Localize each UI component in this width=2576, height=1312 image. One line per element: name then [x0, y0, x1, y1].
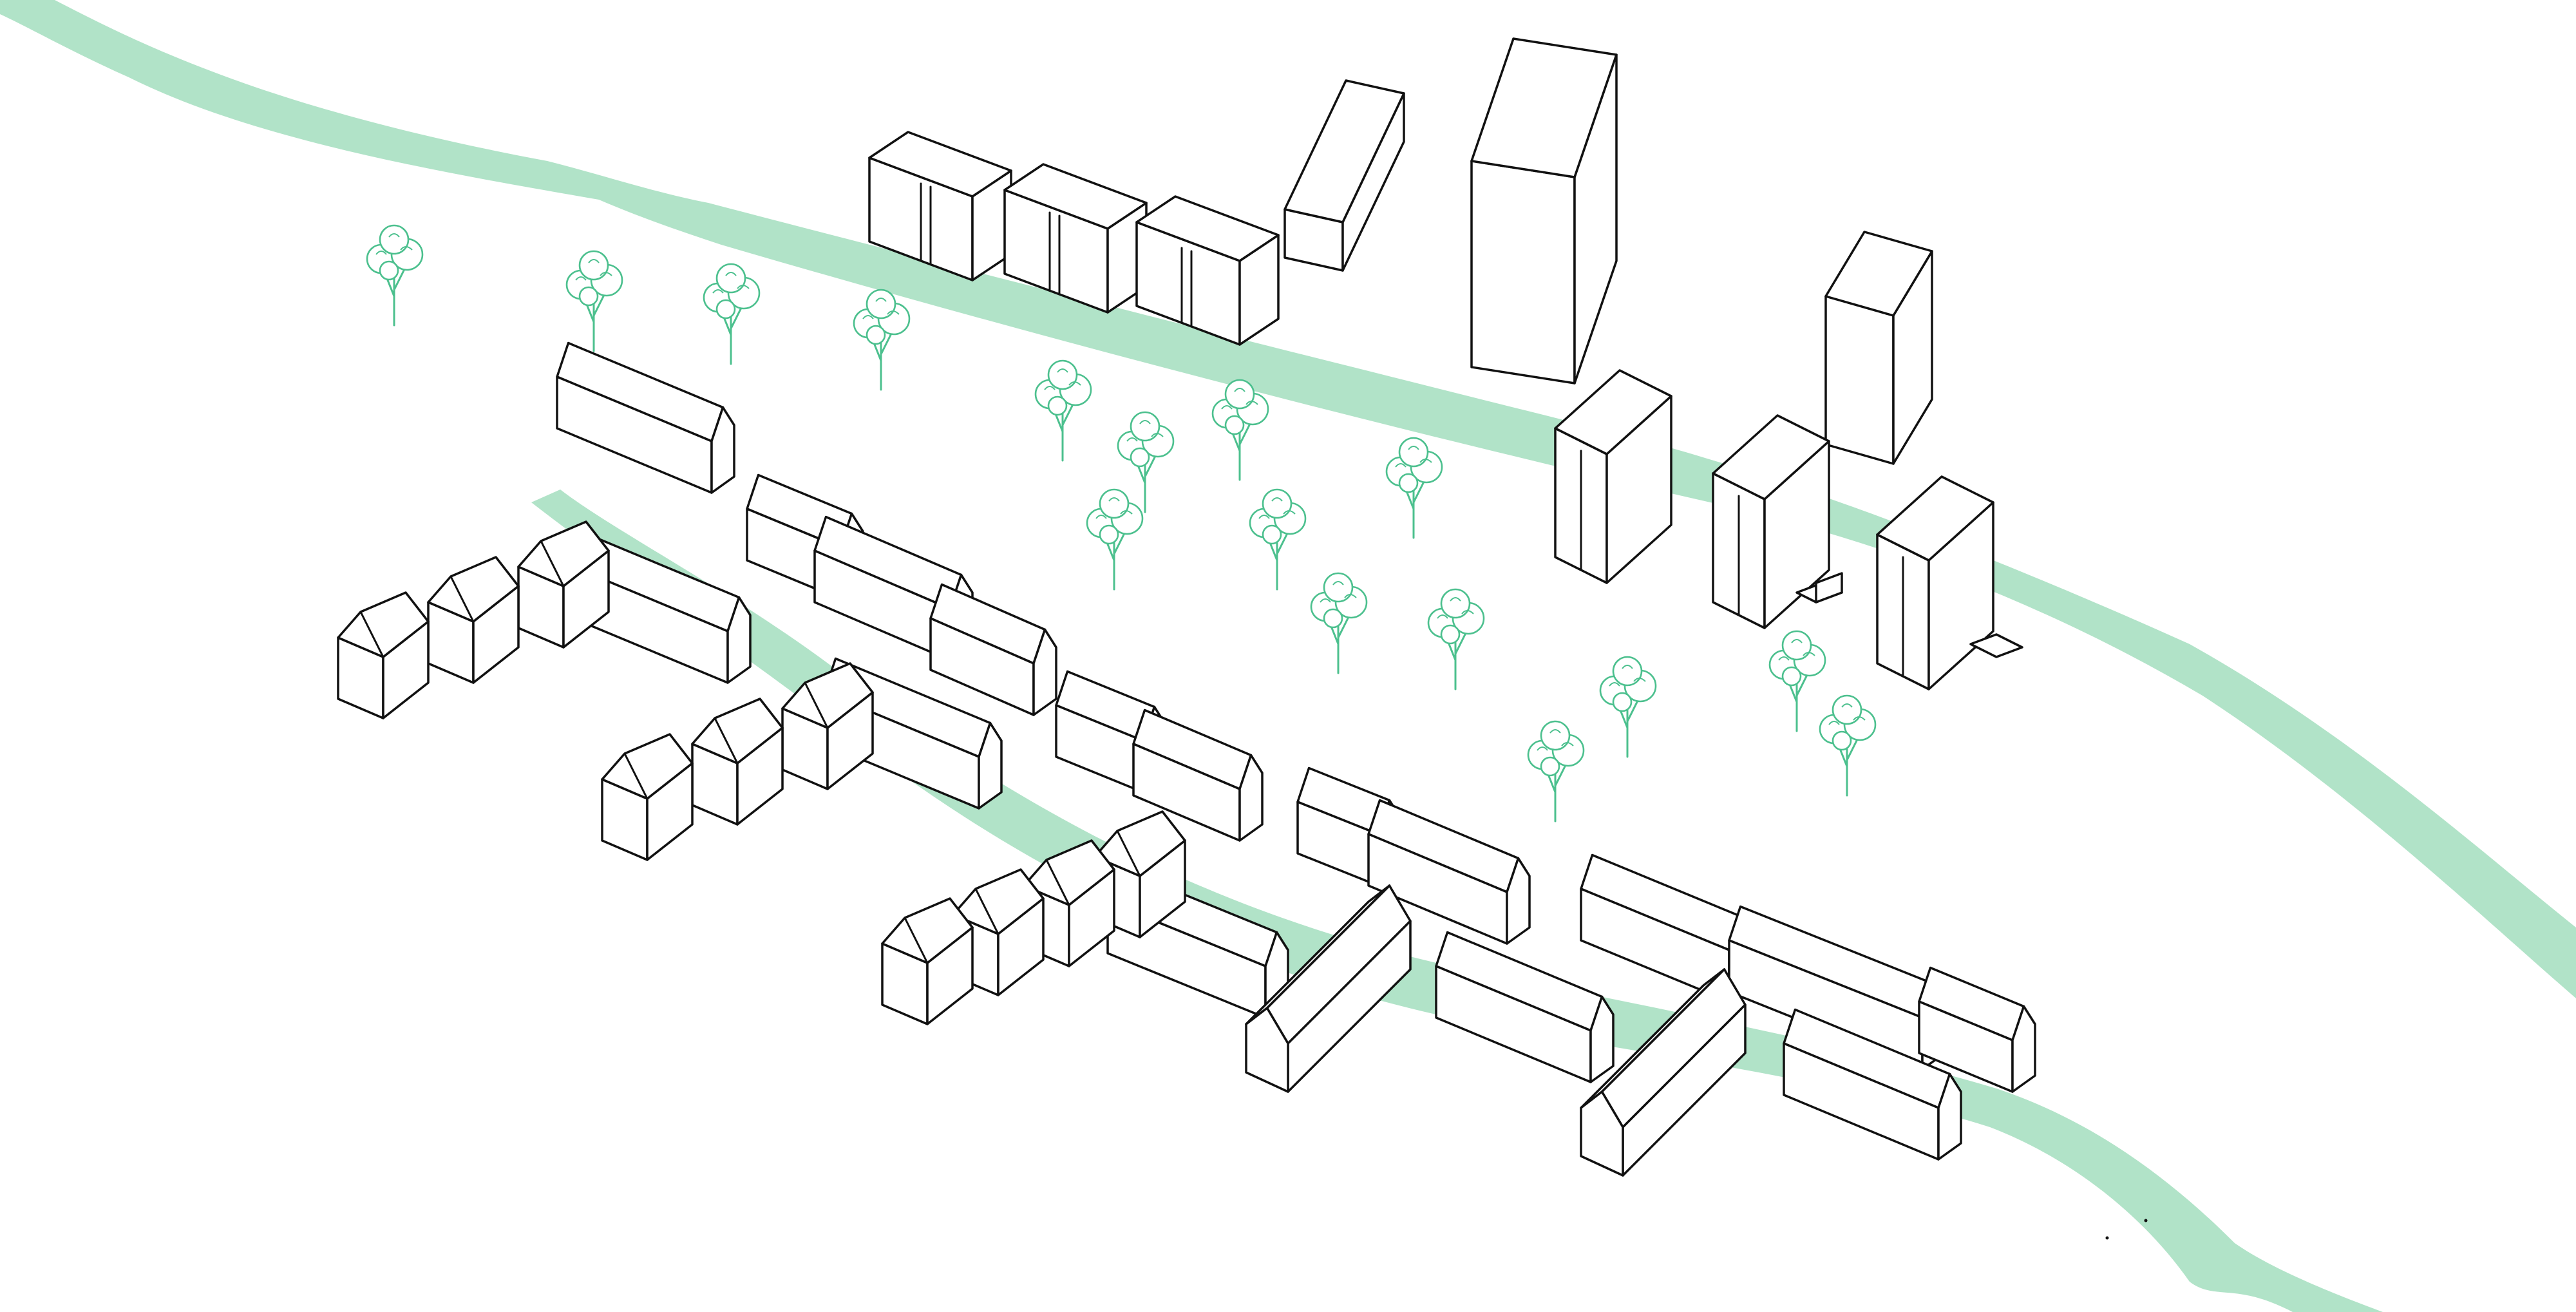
tree	[366, 224, 424, 327]
tree	[1086, 488, 1144, 591]
row-house-3	[881, 810, 1186, 1025]
gable-row-2b	[1132, 708, 1264, 842]
row-house-2	[601, 662, 874, 861]
point-mark	[2144, 1219, 2148, 1222]
tree	[1117, 411, 1175, 513]
gable-house-5	[1435, 931, 1615, 1083]
perpendicular-gable-1	[1245, 884, 1412, 1093]
trees	[366, 224, 1877, 822]
tree	[1819, 694, 1877, 797]
gable-house-1	[556, 341, 735, 494]
block-building-3	[1135, 195, 1280, 346]
tree	[703, 263, 761, 365]
tree	[1310, 572, 1368, 674]
upper-green-strip	[0, 0, 2576, 998]
block-building-4	[1283, 79, 1405, 272]
row-house-1	[337, 520, 610, 719]
midrise-building-1	[1554, 369, 1672, 584]
tree	[1768, 630, 1826, 732]
tree	[853, 289, 911, 391]
midrise-building-2	[1712, 414, 1843, 629]
tree	[1249, 488, 1307, 591]
gable-row-3b	[1367, 799, 1531, 945]
gable-house-6	[1783, 1008, 1962, 1161]
buildings	[337, 37, 2148, 1240]
tree	[1527, 720, 1585, 822]
perpendicular-gable-2	[1580, 968, 1747, 1177]
tree	[1427, 588, 1485, 690]
tower-building-1	[1470, 37, 1618, 385]
long-gable-row-c	[1918, 966, 2036, 1093]
tree	[1385, 437, 1443, 539]
tower-building-2	[1824, 231, 1933, 465]
tree	[1034, 359, 1092, 462]
gable-row-1c	[929, 583, 1057, 716]
tree	[1211, 379, 1269, 481]
tree	[565, 250, 623, 352]
point-mark	[2105, 1236, 2109, 1240]
tree	[1599, 656, 1657, 758]
block-building-1	[868, 131, 1012, 281]
midrise-building-3	[1876, 475, 2023, 690]
